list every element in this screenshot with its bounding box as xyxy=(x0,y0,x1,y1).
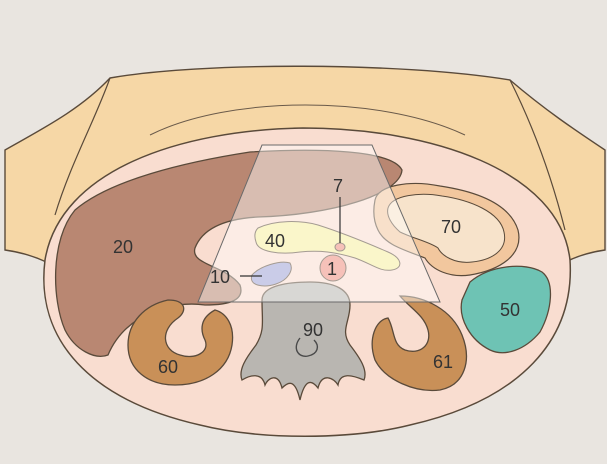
label-liver: 20 xyxy=(113,237,133,257)
label-sma: 7 xyxy=(333,176,343,196)
label-pancreas: 40 xyxy=(265,231,285,251)
label-aorta: 1 xyxy=(327,259,337,279)
label-kidney-right: 60 xyxy=(158,357,178,377)
label-vertebra: 90 xyxy=(303,320,323,340)
label-colon: 50 xyxy=(500,300,520,320)
label-kidney-left: 61 xyxy=(433,352,453,372)
label-stomach: 70 xyxy=(441,217,461,237)
label-ivc: 10 xyxy=(210,267,230,287)
